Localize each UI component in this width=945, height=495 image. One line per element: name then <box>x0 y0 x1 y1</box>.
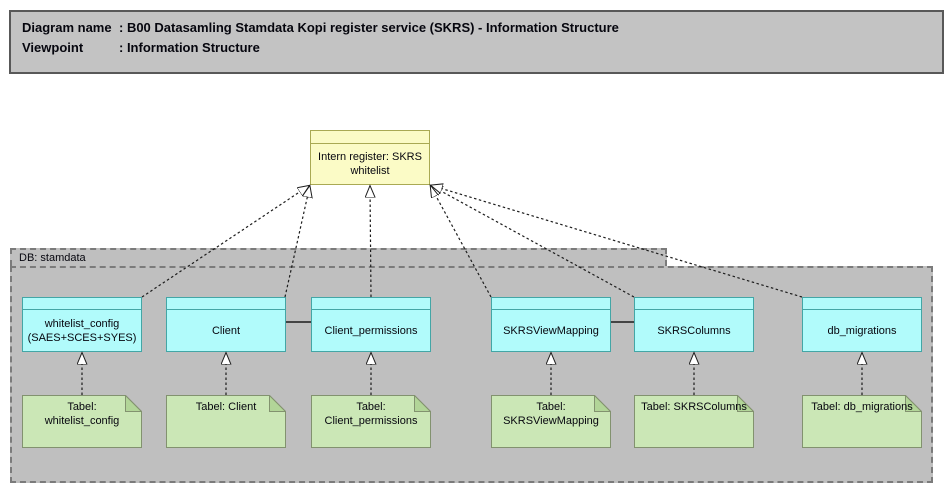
node-label: SKRSViewMapping <box>503 324 599 337</box>
note-label: Tabel: SKRSViewMapping <box>503 401 599 427</box>
node-label: whitelist_config (SAES+SCES+SYES) <box>27 317 137 344</box>
node-top-compartment <box>312 298 430 310</box>
diagram-name-row: Diagram name : B00 Datasamling Stamdata … <box>22 18 942 38</box>
note-label: Tabel: Client_permissions <box>324 401 418 427</box>
note-tabel-whitelist-config[interactable]: Tabel: whitelist_config <box>22 395 142 448</box>
note-shape <box>166 395 286 448</box>
db-stamdata-group-body[interactable] <box>10 266 933 483</box>
note-tabel-client-permissions[interactable]: Tabel: Client_permissions <box>311 395 431 448</box>
diagram-name-label: Diagram name <box>22 20 112 35</box>
note-label: Tabel: Client <box>195 401 257 413</box>
note-label: Tabel: db_migrations <box>811 401 913 413</box>
node-client[interactable]: Client <box>166 297 286 352</box>
note-shape <box>22 395 142 448</box>
node-top-compartment <box>311 131 429 144</box>
db-stamdata-group-tab[interactable]: DB: stamdata <box>10 248 667 266</box>
diagram-name-value: : B00 Datasamling Stamdata Kopi register… <box>119 20 619 35</box>
viewpoint-value: : Information Structure <box>119 40 260 55</box>
note-tabel-skrsviewmapping[interactable]: Tabel: SKRSViewMapping <box>491 395 611 448</box>
diagram-title-block: Diagram name : B00 Datasamling Stamdata … <box>9 10 944 74</box>
node-label: Intern register: SKRS whitelist <box>318 151 422 177</box>
viewpoint-row: Viewpoint : Information Structure <box>22 38 942 58</box>
db-stamdata-group-label: DB: stamdata <box>19 252 86 264</box>
note-label: Tabel: SKRSColumns <box>641 401 747 413</box>
node-top-compartment <box>167 298 285 310</box>
node-label: db_migrations <box>827 324 897 337</box>
note-label: Tabel: whitelist_config <box>44 401 120 427</box>
note-shape <box>634 395 754 448</box>
node-top-compartment <box>635 298 753 310</box>
node-db-migrations[interactable]: db_migrations <box>802 297 922 352</box>
node-skrscolumns[interactable]: SKRSColumns <box>634 297 754 352</box>
node-top-compartment <box>492 298 610 310</box>
viewpoint-label: Viewpoint <box>22 40 84 55</box>
note-tabel-db-migrations[interactable]: Tabel: db_migrations <box>802 395 922 448</box>
note-tabel-skrscolumns[interactable]: Tabel: SKRSColumns <box>634 395 754 448</box>
note-shape <box>802 395 922 448</box>
node-label: Client_permissions <box>324 324 418 337</box>
node-skrsviewmapping[interactable]: SKRSViewMapping <box>491 297 611 352</box>
node-client-permissions[interactable]: Client_permissions <box>311 297 431 352</box>
node-label: SKRSColumns <box>657 324 731 337</box>
note-tabel-client[interactable]: Tabel: Client <box>166 395 286 448</box>
note-shape <box>311 395 431 448</box>
node-top-compartment <box>23 298 141 310</box>
note-shape <box>491 395 611 448</box>
node-label: Client <box>211 324 241 337</box>
node-intern-register-skrs-whitelist[interactable]: Intern register: SKRS whitelist <box>310 130 430 185</box>
node-whitelist-config[interactable]: whitelist_config (SAES+SCES+SYES) <box>22 297 142 352</box>
node-top-compartment <box>803 298 921 310</box>
